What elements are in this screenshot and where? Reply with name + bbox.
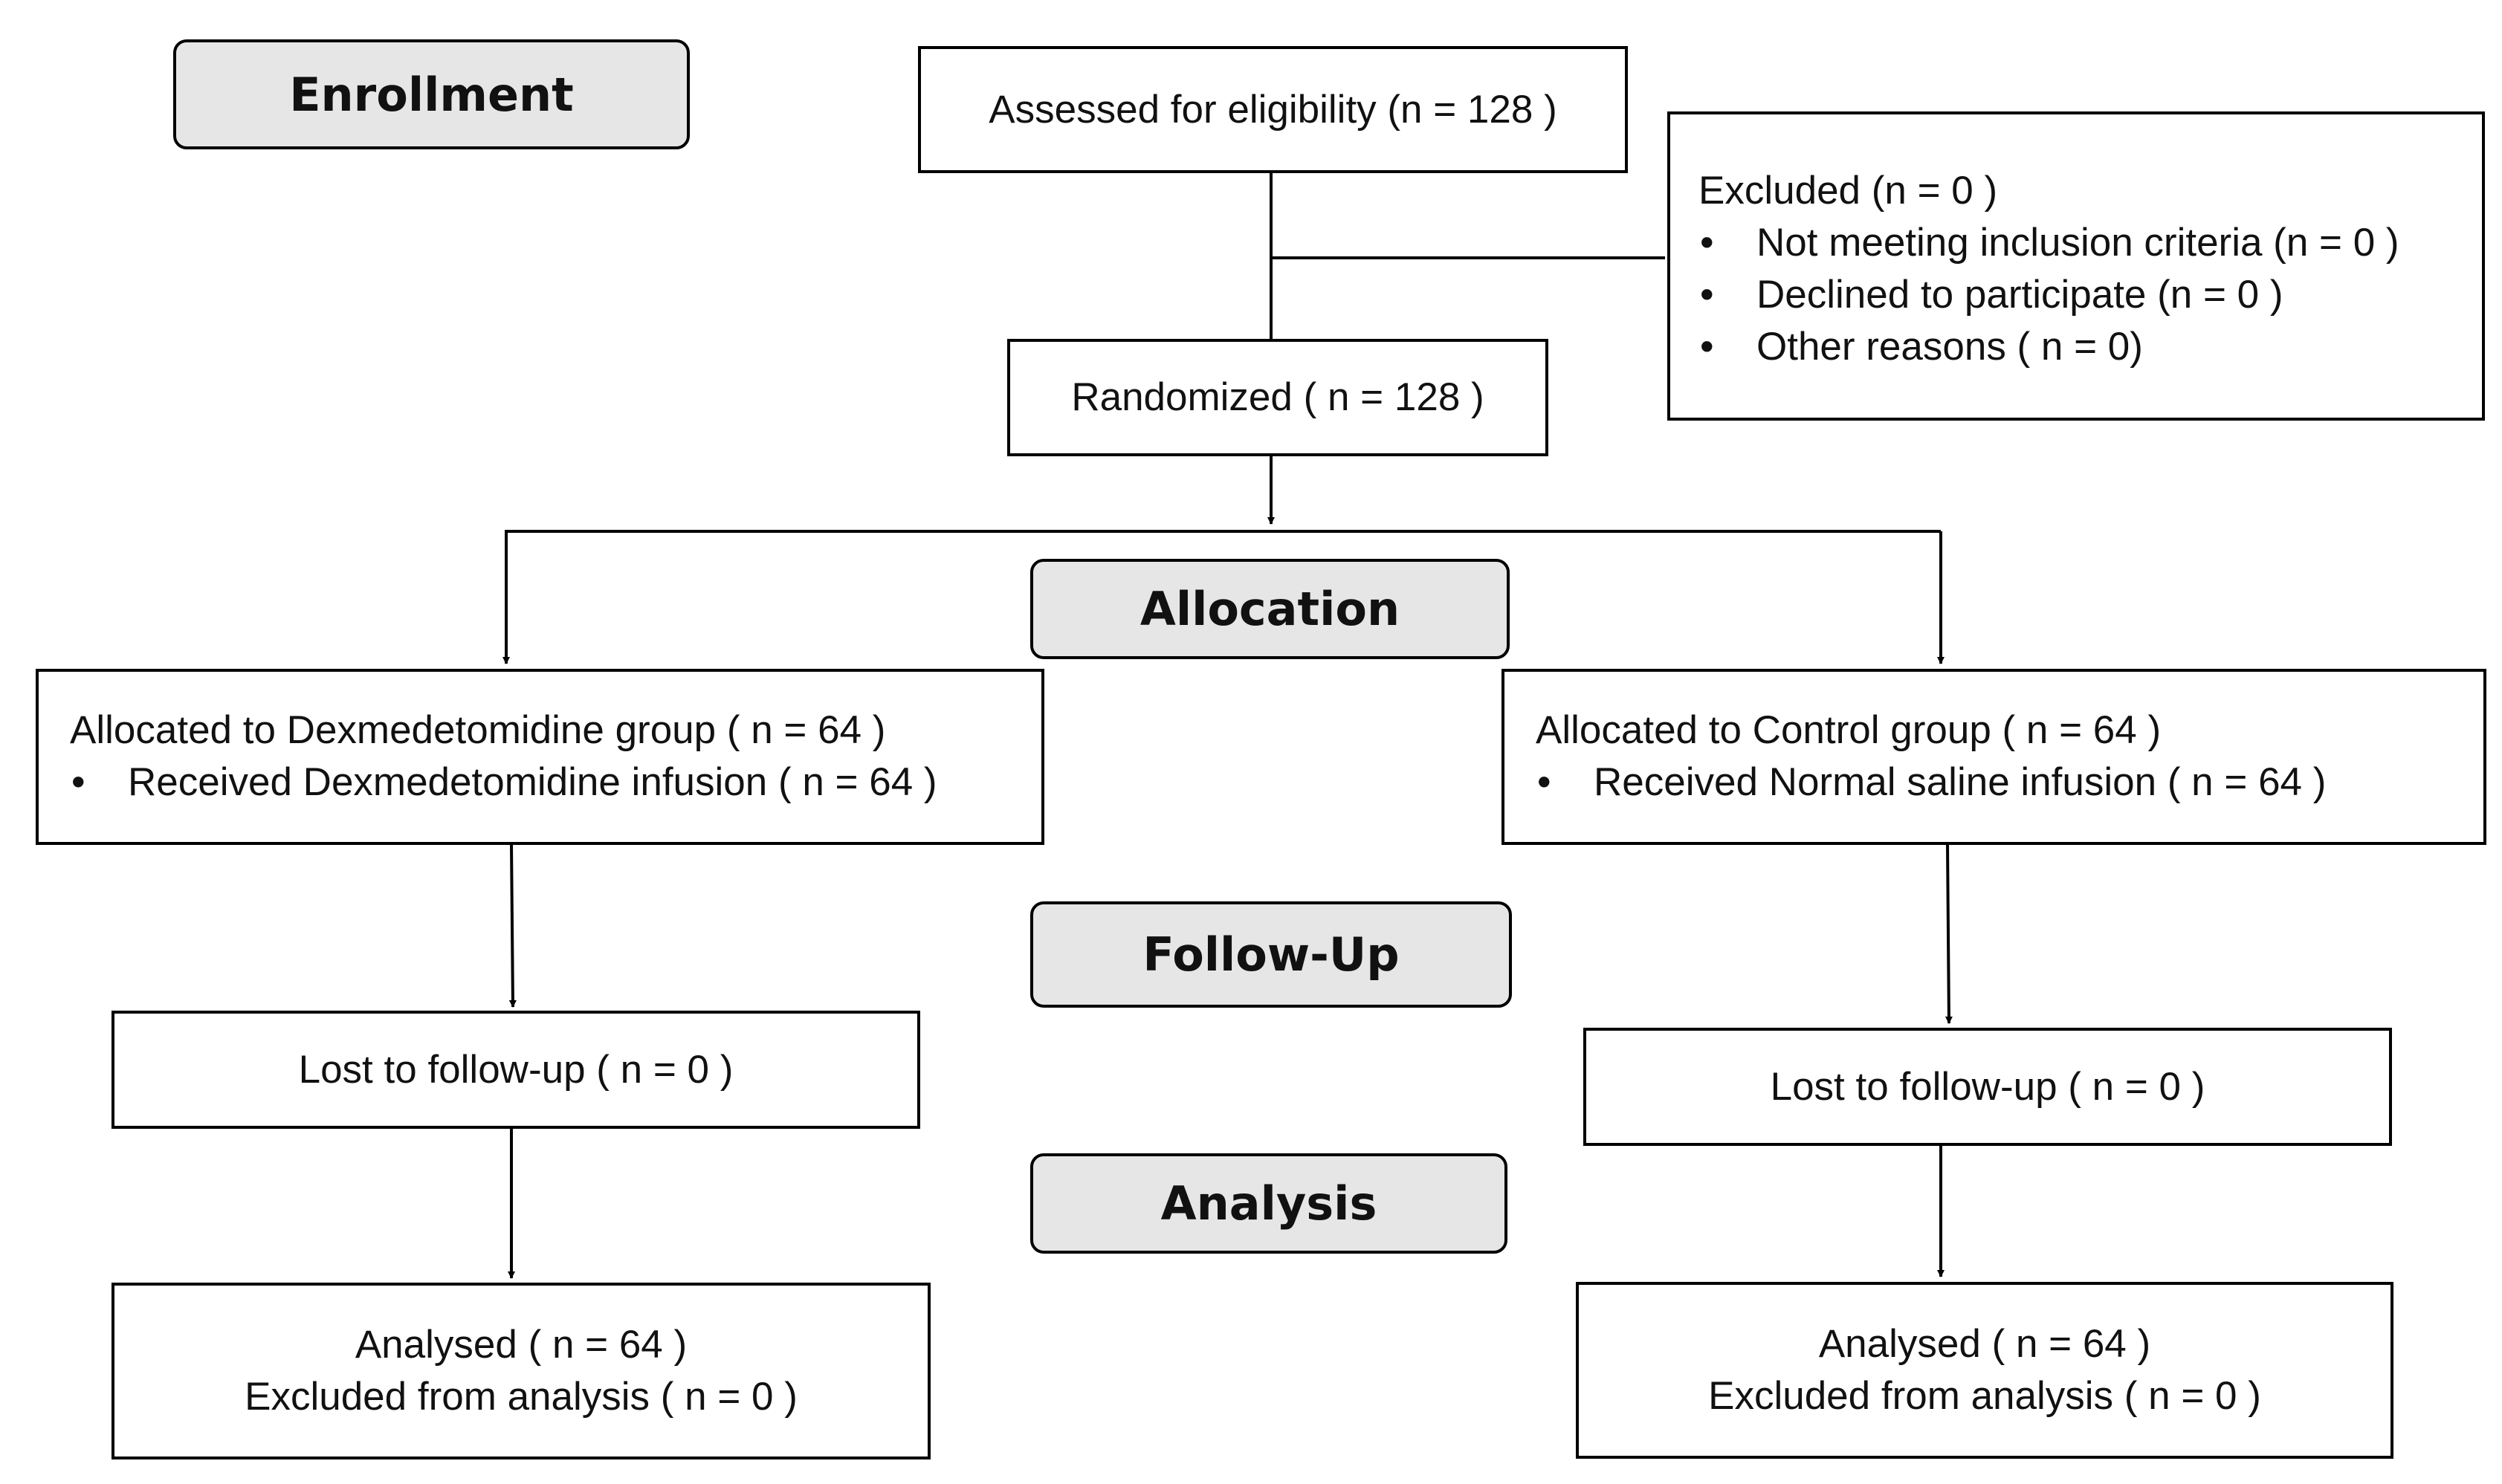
right-allocation-box: Allocated to Control group ( n = 64 ) Re… [1501, 669, 2486, 845]
right-analysed-text: Analysed ( n = 64 ) [1818, 1322, 2151, 1366]
excluded-reason-item: Other reasons ( n = 0) [1698, 321, 2482, 373]
follow-up-label: Follow-Up [1030, 901, 1512, 1008]
left-lost-box: Lost to follow-up ( n = 0 ) [111, 1011, 920, 1129]
right-excluded-analysis-text: Excluded from analysis ( n = 0 ) [1708, 1374, 2261, 1418]
left-lost-text: Lost to follow-up ( n = 0 ) [298, 1047, 734, 1092]
allocation-label: Allocation [1030, 559, 1510, 659]
excluded-reason-item: Declined to participate (n = 0 ) [1698, 269, 2482, 321]
analysis-label: Analysis [1030, 1153, 1507, 1254]
left-analysed-box: Analysed ( n = 64 ) Excluded from analys… [111, 1283, 931, 1459]
left-allocated-text: Allocated to Dexmedetomidine group ( n =… [70, 708, 886, 752]
left-received-item: Received Dexmedetomidine infusion ( n = … [70, 756, 1041, 809]
right-allocated-text: Allocated to Control group ( n = 64 ) [1536, 708, 2162, 752]
randomized-box: Randomized ( n = 128 ) [1007, 339, 1548, 456]
left-allocation-box: Allocated to Dexmedetomidine group ( n =… [36, 669, 1044, 845]
randomized-text: Randomized ( n = 128 ) [1071, 375, 1484, 419]
right-lost-box: Lost to follow-up ( n = 0 ) [1583, 1028, 2392, 1146]
right-followup-arrow [1945, 843, 1953, 1024]
left-excluded-analysis-text: Excluded from analysis ( n = 0 ) [245, 1375, 798, 1419]
assessed-text: Assessed for eligibility (n = 128 ) [989, 87, 1557, 132]
right-received-item: Received Normal saline infusion ( n = 64… [1536, 756, 2483, 809]
excluded-reason-item: Not meeting inclusion criteria (n = 0 ) [1698, 217, 2482, 269]
left-analysed-text: Analysed ( n = 64 ) [355, 1323, 688, 1367]
assessed-box: Assessed for eligibility (n = 128 ) [918, 46, 1628, 173]
right-lost-text: Lost to follow-up ( n = 0 ) [1770, 1064, 2205, 1109]
left-followup-arrow [508, 843, 517, 1008]
excluded-box: Excluded (n = 0 ) Not meeting inclusion … [1667, 111, 2485, 421]
right-analysed-box: Analysed ( n = 64 ) Excluded from analys… [1576, 1282, 2393, 1459]
excluded-title: Excluded (n = 0 ) [1698, 169, 1998, 213]
enrollment-label: Enrollment [173, 39, 690, 149]
